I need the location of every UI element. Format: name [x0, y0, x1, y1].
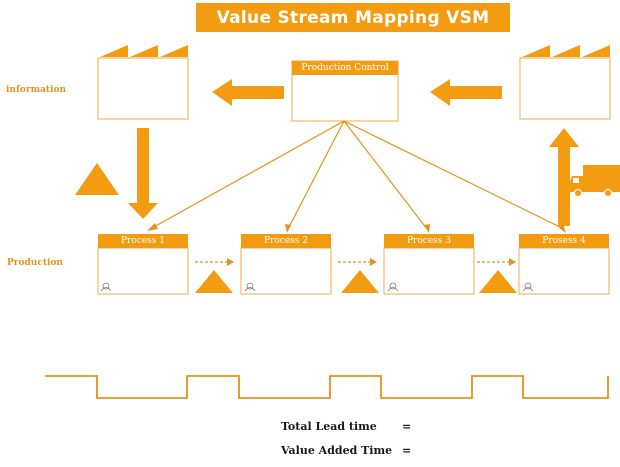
- value-added-time-label: Value Added Time: [281, 444, 393, 457]
- process-4-header: Prosess 4: [519, 234, 609, 248]
- arrow-left-icon: [430, 79, 502, 106]
- supplier-factory-icon: [97, 45, 189, 120]
- inventory-triangle-icon: [75, 163, 119, 195]
- production-label: Production: [7, 258, 63, 268]
- process-2-header: Process 2: [241, 234, 331, 248]
- information-flow-lines: [151, 120, 565, 230]
- arrow-left-icon: [212, 79, 284, 106]
- truck-icon: [570, 165, 620, 197]
- operator-icon: [522, 282, 534, 292]
- process-box-3: [383, 247, 475, 295]
- inventory-triangle-icon: [479, 270, 517, 293]
- operator-icon: [244, 282, 256, 292]
- value-added-time-equals: =: [402, 444, 412, 457]
- process-3-header: Process 3: [384, 234, 474, 248]
- arrow-up-icon: [549, 128, 579, 226]
- arrow-down-icon: [128, 128, 158, 219]
- customer-factory-icon: [519, 45, 611, 120]
- operator-icon: [100, 282, 112, 292]
- total-lead-time-label: Total Lead time: [281, 420, 377, 433]
- operator-icon: [387, 282, 399, 292]
- inventory-triangle-icon: [195, 270, 233, 293]
- process-box-2: [240, 247, 332, 295]
- flow-arrowheads: [147, 223, 566, 233]
- timeline-ladder: [45, 375, 609, 399]
- information-label: information: [6, 85, 67, 95]
- total-lead-time-equals: =: [402, 420, 412, 433]
- process-1-header: Process 1: [98, 234, 188, 248]
- inventory-triangle-icon: [341, 270, 379, 293]
- page-title: Value Stream Mapping VSM: [196, 3, 510, 32]
- production-control-header: Production Control: [292, 61, 398, 75]
- process-box-4: [518, 247, 610, 295]
- process-box-1: [97, 247, 189, 295]
